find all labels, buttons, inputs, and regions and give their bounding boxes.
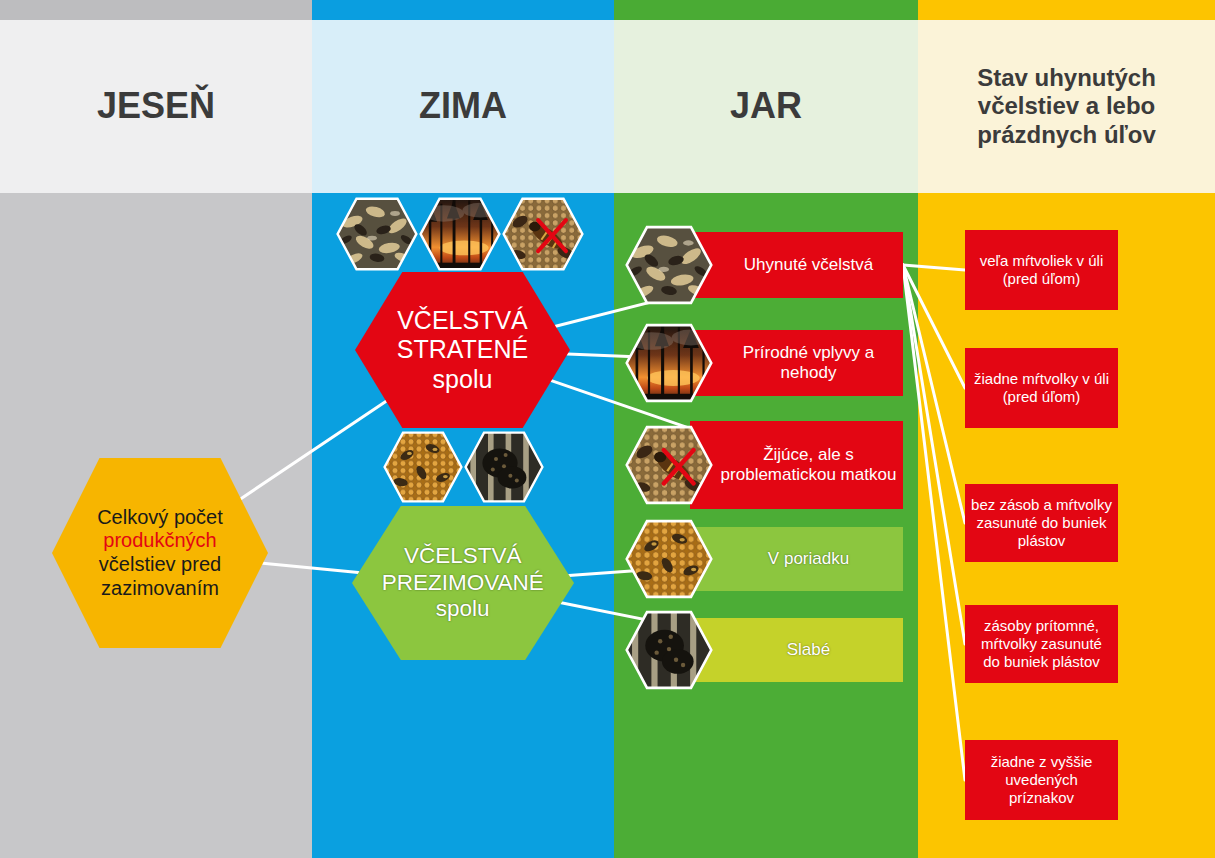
text-word: Celkový xyxy=(97,506,168,528)
photo-image xyxy=(625,425,713,504)
box-label: veľa mŕtvoliek v úli (pred úľom) xyxy=(971,252,1112,289)
box-label: zásoby prítomné, mŕtvolky zasunuté do bu… xyxy=(971,617,1112,672)
box-label: bez zásob a mŕtvolky zasunuté do buniek … xyxy=(971,496,1112,551)
connector-line xyxy=(903,265,965,523)
connector-line xyxy=(903,265,965,780)
hex-node: Celkový počet produkčných včelstiev pred… xyxy=(52,458,268,648)
column-header: JAR xyxy=(614,20,918,193)
box-label: žiadne mŕtvolky v úli (pred úľom) xyxy=(971,370,1112,407)
symptom-box: žiadne z vyššie uvedených príznakov xyxy=(965,740,1118,820)
text-word: počet xyxy=(174,506,223,528)
header-text: ZIMA xyxy=(326,85,600,127)
top-strip xyxy=(614,0,918,20)
status-box: Slabé xyxy=(690,618,903,682)
text-word: produkčných xyxy=(103,529,216,551)
photo-image xyxy=(625,225,713,304)
hex-outline xyxy=(355,272,570,428)
photo-hex xyxy=(625,608,713,692)
box-label: Slabé xyxy=(720,640,897,660)
symptom-box: bez zásob a mŕtvolky zasunuté do buniek … xyxy=(965,484,1118,562)
connector-line xyxy=(241,401,386,498)
status-box: V poriadku xyxy=(690,527,903,591)
box-label: Prírodné vplyvy a nehody xyxy=(720,343,897,383)
photo-image xyxy=(625,323,713,402)
symptom-box: veľa mŕtvoliek v úli (pred úľom) xyxy=(965,230,1118,310)
symptom-box: žiadne mŕtvolky v úli (pred úľom) xyxy=(965,348,1118,428)
photo-hex xyxy=(336,197,418,271)
box-label: Uhynuté včelstvá xyxy=(720,255,897,275)
status-box: Prírodné vplyvy a nehody xyxy=(690,330,903,396)
text-word: včelstiev xyxy=(99,553,176,575)
hex-label: VČELSTVÁ PREZIMOVANÉ spolu xyxy=(381,543,545,623)
header-text: JESEŇ xyxy=(14,85,298,127)
text-word: zazimovaním xyxy=(101,577,219,599)
top-strip xyxy=(312,0,614,20)
header-text: Stav uhynutých včelstiev a lebo prázdnyc… xyxy=(932,64,1201,149)
photo-hex xyxy=(625,423,713,507)
box-label: žiadne z vyššie uvedených príznakov xyxy=(971,753,1112,808)
hex-outline xyxy=(352,506,574,660)
photo-hex xyxy=(464,431,544,503)
photo-hex xyxy=(383,431,463,503)
top-strip xyxy=(918,0,1215,20)
hex-outline xyxy=(52,458,268,648)
photo-hex xyxy=(625,321,713,405)
photo-hex xyxy=(625,517,713,601)
column-header: JESEŇ xyxy=(0,20,312,193)
hex-node: VČELSTVÁ PREZIMOVANÉ spolu xyxy=(352,506,574,660)
photo-image xyxy=(625,610,713,689)
connector-line xyxy=(903,265,965,644)
column-header: ZIMA xyxy=(312,20,614,193)
connector-line xyxy=(263,563,358,572)
column-header: Stav uhynutých včelstiev a lebo prázdnyc… xyxy=(918,20,1215,193)
symptom-box: zásoby prítomné, mŕtvolky zasunuté do bu… xyxy=(965,605,1118,683)
photo-hex xyxy=(419,197,501,271)
photo-image xyxy=(625,519,713,598)
hex-label: VČELSTVÁ STRATENÉ spolu xyxy=(383,306,542,395)
box-label: Žijúce, ale s problematickou matkou xyxy=(720,445,897,485)
top-strip xyxy=(0,0,312,20)
photo-hex xyxy=(502,197,584,271)
status-box: Uhynuté včelstvá xyxy=(690,232,903,298)
hex-node: VČELSTVÁ STRATENÉ spolu xyxy=(355,272,570,428)
header-text: JAR xyxy=(628,85,904,127)
box-label: V poriadku xyxy=(720,549,897,569)
text-word: pred xyxy=(181,553,221,575)
status-box: Žijúce, ale s problematickou matkou xyxy=(690,421,903,509)
photo-hex xyxy=(625,223,713,307)
hex-label: Celkový počet produkčných včelstiev pred… xyxy=(80,506,240,600)
connector-line xyxy=(903,265,965,270)
